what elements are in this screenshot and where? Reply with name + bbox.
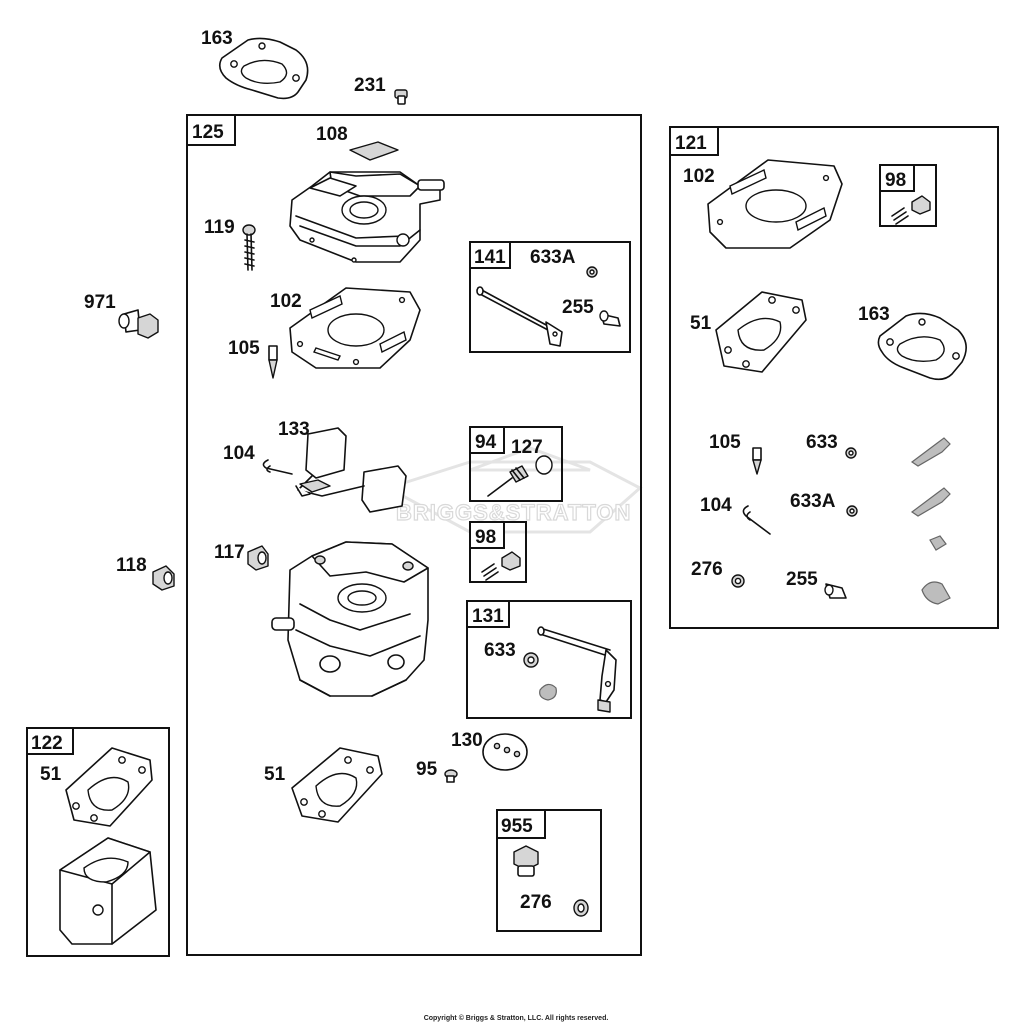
kit-141-frame — [469, 241, 631, 353]
clip-104-main-drawing — [262, 459, 293, 475]
kit-121-gasket-51-drawing — [715, 291, 807, 373]
kit-121-frame — [669, 126, 999, 629]
kit-955-parts-drawing — [513, 845, 589, 917]
copyright-notice: Copyright © Briggs & Stratton, LLC. All … — [424, 1014, 609, 1022]
throttle-plate-130-drawing — [482, 733, 528, 771]
kit-98-side-tag: 98 — [885, 170, 906, 191]
gasket-108-drawing — [349, 141, 399, 161]
kit-955-frame — [496, 809, 602, 932]
label-108: 108 — [316, 124, 348, 145]
kit-122-parts-drawing — [59, 747, 157, 945]
kit-121-ghost-parts-drawing — [910, 437, 951, 605]
kit-94-parts-drawing — [487, 455, 553, 497]
callout-labels: 163 231 108 119 971 102 105 133 104 117 … — [40, 28, 890, 913]
screw-95-drawing — [444, 769, 458, 783]
label-133: 133 — [278, 419, 310, 440]
label-127-kit94: 127 — [511, 437, 543, 458]
label-633-kit131: 633 — [484, 640, 516, 661]
screw-231-drawing — [394, 89, 408, 105]
kit-98-main-parts-drawing — [481, 551, 521, 581]
label-130: 130 — [451, 730, 483, 751]
kit-98-main-tag: 98 — [475, 527, 496, 548]
kit-141-tag: 141 — [474, 247, 506, 268]
label-163-top: 163 — [201, 28, 233, 49]
label-51-main: 51 — [264, 764, 286, 785]
label-51-kit122: 51 — [40, 764, 62, 785]
label-105-kit121: 105 — [709, 432, 741, 453]
kit-131-frame — [466, 600, 632, 719]
fitting-118-drawing — [152, 565, 175, 591]
label-971: 971 — [84, 292, 116, 313]
label-633-kit121: 633 — [806, 432, 838, 453]
fitting-971-drawing — [118, 309, 159, 339]
kit-955-tag: 955 — [501, 816, 533, 837]
label-119: 119 — [204, 217, 235, 238]
plate-102-main-drawing — [289, 287, 421, 369]
label-255-kit121: 255 — [786, 569, 818, 590]
float-133-drawing — [295, 427, 407, 513]
label-276-kit955: 276 — [520, 892, 552, 913]
screw-119-drawing — [242, 224, 256, 271]
kit-122-frame — [26, 727, 170, 957]
carburetor-lower-body-drawing — [271, 541, 429, 697]
label-117: 117 — [214, 542, 245, 563]
label-102-main: 102 — [270, 291, 302, 312]
kit-141-parts-drawing — [476, 266, 621, 347]
kit-125-tag: 125 — [192, 122, 224, 143]
label-102-kit121: 102 — [683, 166, 715, 187]
kit-131-parts-drawing — [523, 626, 617, 713]
kit-131-tag: 131 — [472, 606, 504, 627]
kit-94-tag: 94 — [475, 432, 497, 453]
fitting-117-drawing — [247, 545, 269, 571]
watermark: BRIGGS&STRATTON — [384, 446, 643, 534]
needle-105-main-drawing — [268, 345, 278, 379]
watermark-text: BRIGGS&STRATTON — [396, 500, 631, 525]
label-95: 95 — [416, 759, 438, 780]
label-231: 231 — [354, 75, 386, 96]
kit-121-gasket-163-drawing — [877, 312, 967, 381]
kit-121-plate-102-drawing — [707, 159, 843, 249]
carburetor-upper-body-drawing — [289, 171, 445, 263]
kit-121-small-parts-drawing — [731, 447, 858, 599]
kit-94-frame — [469, 426, 563, 502]
label-633A-kit121: 633A — [790, 491, 836, 512]
label-118: 118 — [116, 555, 147, 576]
label-104-kit121: 104 — [700, 495, 732, 516]
label-633A-kit141: 633A — [530, 247, 576, 268]
label-276-kit121: 276 — [691, 559, 723, 580]
kit-121-tag: 121 — [675, 133, 707, 154]
kit-98-side-parts-drawing — [891, 195, 931, 225]
label-104-main: 104 — [223, 443, 255, 464]
label-255-kit141: 255 — [562, 297, 594, 318]
label-105-main: 105 — [228, 338, 260, 359]
gasket-163-top-drawing — [218, 37, 309, 100]
kit-122-tag: 122 — [31, 733, 63, 754]
gasket-51-main-drawing — [291, 747, 383, 823]
kit-125-frame — [186, 114, 642, 956]
label-163-kit121: 163 — [858, 304, 890, 325]
label-51-kit121: 51 — [690, 313, 712, 334]
